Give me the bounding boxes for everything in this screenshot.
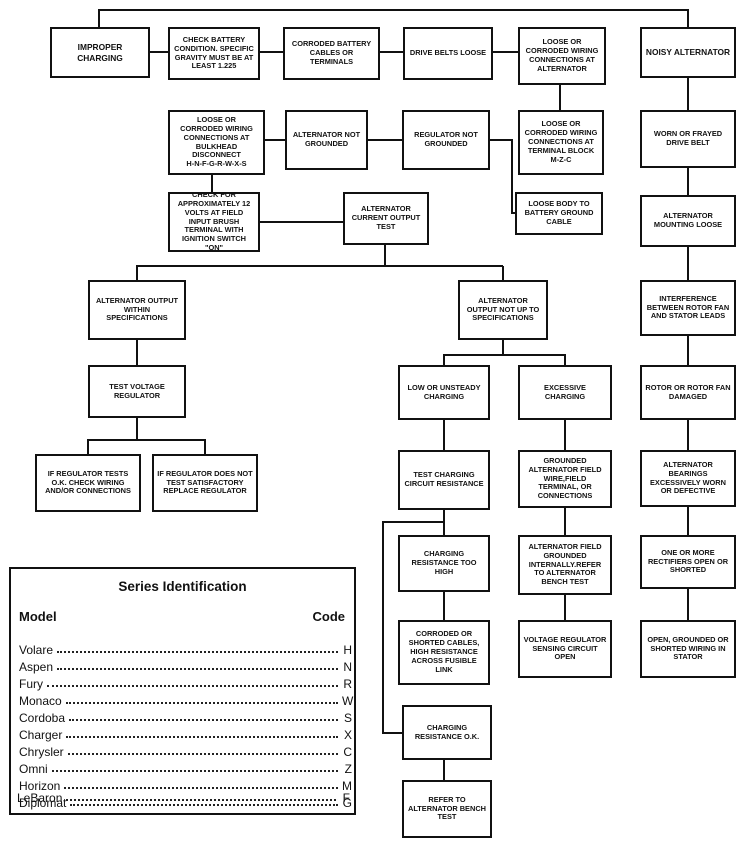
legend-code: M bbox=[342, 779, 352, 793]
loose-wiring-terminal-block-box: LOOSE OR CORRODED WIRING CONNECTIONS AT … bbox=[518, 110, 604, 175]
code-header: Code bbox=[312, 609, 346, 624]
legend-row: Fury R bbox=[19, 673, 352, 691]
resistance-too-high-box: CHARGING RESISTANCE TOO HIGH bbox=[398, 535, 490, 592]
legend-model: Aspen bbox=[19, 660, 54, 674]
check-12-volts-box: CHECK FOR APPROXIMATELY 12 VOLTS AT FIEL… bbox=[168, 190, 260, 252]
legend-row: Omni Z bbox=[19, 758, 352, 776]
check-battery-box: CHECK BATTERY CONDITION. SPECIFIC GRAVIT… bbox=[168, 27, 260, 80]
legend-row: Monaco W bbox=[19, 690, 354, 708]
regulator-not-ok-box: IF REGULATOR DOES NOT TEST SATISFACTORY … bbox=[152, 454, 258, 512]
test-voltage-regulator-box: TEST VOLTAGE REGULATOR bbox=[88, 365, 186, 418]
legend-code: F bbox=[342, 791, 350, 805]
legend-model: Cordoba bbox=[19, 711, 66, 725]
bearings-worn-box: ALTERNATOR BEARINGS EXCESSIVELY WORN OR … bbox=[640, 450, 736, 507]
legend-code: H bbox=[343, 643, 352, 657]
legend-title: Series Identification bbox=[118, 579, 247, 594]
low-unsteady-charging-box: LOW OR UNSTEADY CHARGING bbox=[398, 365, 490, 420]
model-header: Model bbox=[19, 609, 57, 624]
legend-model: Chrysler bbox=[19, 745, 64, 759]
legend-row: Diplomat G bbox=[19, 792, 352, 810]
legend-model: Horizon bbox=[19, 779, 61, 793]
legend-code: Z bbox=[344, 762, 352, 776]
legend-row: Cordoba S bbox=[19, 707, 352, 725]
alternator-not-grounded-box: ALTERNATOR NOT GROUNDED bbox=[285, 110, 368, 170]
stator-wiring-box: OPEN, GROUNDED OR SHORTED WIRING IN STAT… bbox=[640, 620, 736, 678]
legend-code: S bbox=[343, 711, 352, 725]
field-grounded-internally-box: ALTERNATOR FIELD GROUNDED INTERNALLY.REF… bbox=[518, 535, 612, 595]
alternator-mounting-loose-box: ALTERNATOR MOUNTING LOOSE bbox=[640, 195, 736, 247]
leader-dots bbox=[67, 753, 338, 755]
noisy-alternator-box: NOISY ALTERNATOR bbox=[640, 27, 736, 78]
leader-dots bbox=[57, 668, 338, 670]
corroded-battery-cables-box: CORRODED BATTERY CABLES OR TERMINALS bbox=[283, 27, 380, 80]
leader-dots bbox=[51, 770, 338, 772]
test-circuit-resistance-box: TEST CHARGING CIRCUIT RESISTANCE bbox=[398, 450, 490, 510]
legend-model: Charger bbox=[19, 728, 63, 742]
output-within-spec-box: ALTERNATOR OUTPUT WITHIN SPECIFICATIONS bbox=[88, 280, 186, 340]
refer-bench-test-box: REFER TO ALTERNATOR BENCH TEST bbox=[402, 780, 492, 838]
leader-dots bbox=[66, 799, 336, 801]
regulator-not-grounded-box: REGULATOR NOT GROUNDED bbox=[402, 110, 490, 170]
legend-row: Volare H bbox=[19, 639, 352, 657]
legend-row: Horizon M bbox=[19, 775, 352, 793]
legend-model: Omni bbox=[19, 762, 48, 776]
excessive-charging-box: EXCESSIVE CHARGING bbox=[518, 365, 612, 420]
leader-dots bbox=[70, 804, 338, 806]
legend-row: Charger X bbox=[19, 724, 352, 742]
legend-model: Monaco bbox=[19, 694, 62, 708]
leader-dots bbox=[65, 702, 338, 704]
leader-dots bbox=[64, 787, 338, 789]
alternator-current-output-test-box: ALTERNATOR CURRENT OUTPUT TEST bbox=[343, 192, 429, 245]
rectifiers-open-shorted-box: ONE OR MORE RECTIFIERS OPEN OR SHORTED bbox=[640, 535, 736, 589]
loose-wiring-bulkhead-box: LOOSE OR CORRODED WIRING CONNECTIONS AT … bbox=[168, 110, 265, 175]
improper-charging-box: IMPROPER CHARGING bbox=[50, 27, 150, 78]
rotor-fan-damaged-box: ROTOR OR ROTOR FAN DAMAGED bbox=[640, 365, 736, 420]
regulator-ok-box: IF REGULATOR TESTS O.K. CHECK WIRING AND… bbox=[35, 454, 141, 512]
legend-row: Aspen N bbox=[19, 656, 352, 674]
interference-rotor-stator-box: INTERFERENCE BETWEEN ROTOR FAN AND STATO… bbox=[640, 280, 736, 336]
legend-model: Diplomat bbox=[19, 796, 67, 810]
grounded-field-wire-box: GROUNDED ALTERNATOR FIELD WIRE,FIELD TER… bbox=[518, 450, 612, 508]
legend-row: Chrysler C bbox=[19, 741, 352, 759]
legend-model: Volare bbox=[19, 643, 54, 657]
legend-model: Fury bbox=[19, 677, 43, 691]
worn-drive-belt-box: WORN OR FRAYED DRIVE BELT bbox=[640, 110, 736, 168]
leader-dots bbox=[47, 685, 338, 687]
loose-wiring-alternator-box: LOOSE OR CORRODED WIRING CONNECTIONS AT … bbox=[518, 27, 606, 85]
legend-row: LeBaron F bbox=[17, 787, 350, 805]
legend-code: X bbox=[343, 728, 352, 742]
resistance-ok-box: CHARGING RESISTANCE O.K. bbox=[402, 705, 492, 760]
drive-belts-loose-box: DRIVE BELTS LOOSE bbox=[403, 27, 493, 80]
leader-dots bbox=[69, 719, 338, 721]
output-not-up-to-spec-box: ALTERNATOR OUTPUT NOT UP TO SPECIFICATIO… bbox=[458, 280, 548, 340]
legend-code: R bbox=[343, 677, 352, 691]
legend-code: G bbox=[342, 796, 352, 810]
vr-sensing-circuit-open-box: VOLTAGE REGULATOR SENSING CIRCUIT OPEN bbox=[518, 620, 612, 678]
legend-code: C bbox=[343, 745, 352, 759]
leader-dots bbox=[66, 736, 338, 738]
legend-model: LeBaron bbox=[17, 791, 63, 805]
loose-body-ground-box: LOOSE BODY TO BATTERY GROUND CABLE bbox=[515, 192, 603, 235]
legend-code: N bbox=[343, 660, 352, 674]
leader-dots bbox=[57, 651, 338, 653]
legend-code: W bbox=[342, 694, 354, 708]
corroded-shorted-cables-box: CORRODED OR SHORTED CABLES, HIGH RESISTA… bbox=[398, 620, 490, 685]
